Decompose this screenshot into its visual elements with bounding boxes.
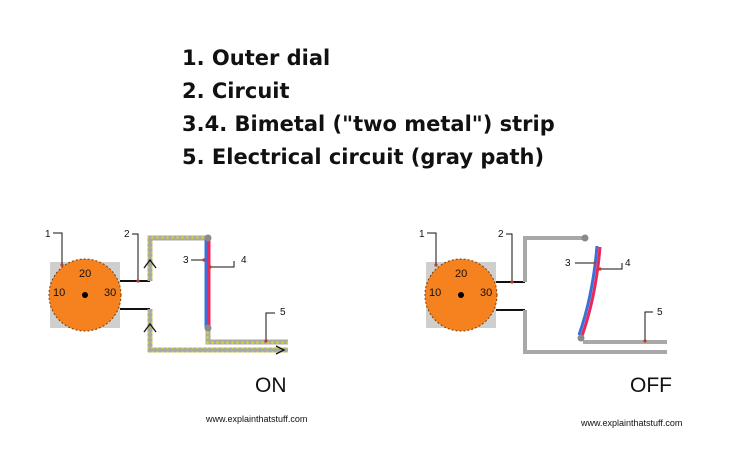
callout-1: 1 (419, 229, 425, 240)
thermostat-off-diagram: 20 10 30 1 2 3 4 5 OFF www.explainthatst… (395, 170, 700, 440)
dial-tick-30: 30 (480, 287, 492, 299)
callout-line-2 (506, 233, 513, 282)
callout-line-5 (265, 312, 275, 341)
arrow-up-icon (143, 322, 157, 333)
thermostat-on-diagram: 20 10 30 1 2 3 4 5 ON ww (20, 170, 320, 440)
arrow-right-icon (275, 345, 286, 355)
callout-line-4 (210, 261, 235, 268)
callout-line-2 (132, 233, 139, 281)
callout-4: 4 (625, 258, 631, 269)
state-label-on: ON (255, 374, 287, 397)
state-label-off: OFF (630, 374, 672, 397)
current-path-bottom (147, 309, 288, 353)
callout-2: 2 (124, 229, 130, 240)
dial-tick-10: 10 (429, 287, 441, 299)
callout-line-5 (644, 311, 653, 341)
callout-3: 3 (183, 255, 189, 266)
watermark-url: www.explainthatstuff.com (580, 418, 682, 428)
callout-1: 1 (45, 229, 51, 240)
callout-5: 5 (280, 307, 286, 318)
thermostat-off-figure: 20 10 30 1 2 3 4 5 OFF www.explainthatst… (419, 229, 682, 428)
contact-top (581, 234, 589, 242)
legend-item-outer-dial: 1. Outer dial (182, 46, 331, 70)
dial-tick-10: 10 (53, 287, 65, 299)
bimetal-strip-blue (577, 245, 599, 336)
current-path-bottom (523, 310, 667, 354)
legend: 1. Outer dial 2. Circuit 3.4. Bimetal ("… (182, 42, 555, 174)
callout-line-4 (600, 263, 623, 270)
current-path-top (523, 236, 585, 282)
callout-line-1 (53, 232, 63, 265)
contact-bottom (204, 324, 212, 332)
callout-2: 2 (498, 229, 504, 240)
contact-top (204, 234, 212, 242)
contact-bottom (577, 334, 585, 342)
callout-4: 4 (241, 255, 247, 266)
legend-item-bimetal-strip: 3.4. Bimetal ("two metal") strip (182, 112, 555, 136)
current-path-top (147, 235, 208, 281)
dial-tick-20: 20 (455, 268, 467, 280)
callout-line-1 (427, 232, 437, 265)
legend-item-electrical-circuit: 5. Electrical circuit (gray path) (182, 145, 545, 169)
thermostat-on-figure: 20 10 30 1 2 3 4 5 ON ww (45, 229, 307, 424)
bimetal-strip-blue (204, 240, 208, 328)
watermark-url: www.explainthatstuff.com (205, 414, 307, 424)
callout-3: 3 (565, 258, 571, 269)
bimetal-strip-red (580, 246, 602, 337)
bimetal-strip-red (207, 240, 211, 328)
dial-tick-30: 30 (104, 287, 116, 299)
current-path-return (205, 328, 288, 345)
dial-tick-20: 20 (79, 268, 91, 280)
dial-center (82, 292, 88, 298)
dial-center (458, 292, 464, 298)
callout-5: 5 (657, 307, 663, 318)
legend-item-circuit: 2. Circuit (182, 79, 290, 103)
arrow-up-icon (143, 258, 157, 269)
